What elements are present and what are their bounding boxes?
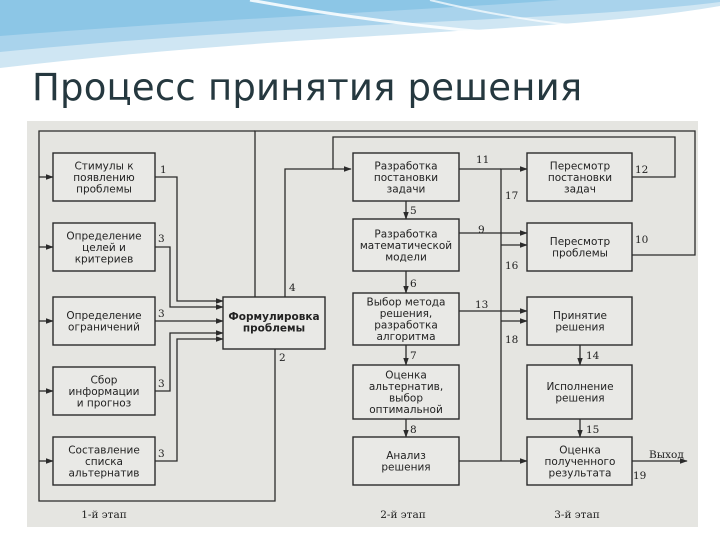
box-label-line: альтернатив,: [369, 381, 443, 393]
box-label-line: критериев: [75, 253, 134, 265]
link-number: 18: [505, 334, 518, 346]
stage-label-3: 3-й этап: [554, 509, 600, 521]
link-number: 13: [475, 299, 488, 311]
link-number: 12: [635, 164, 648, 176]
link-number: 9: [478, 224, 485, 236]
box-label-line: полученного: [545, 456, 616, 468]
box-label-line: проблемы: [243, 323, 305, 335]
link-number: 5: [410, 205, 417, 217]
link-number: 19: [633, 470, 646, 482]
slide-title: Процесс принятия решения: [32, 66, 583, 109]
box-label-line: Разработка: [374, 160, 437, 172]
box-label-line: разработка: [374, 320, 438, 332]
box-label-line: Исполнение: [546, 381, 613, 393]
box-label-line: проблемы: [552, 248, 608, 260]
box-label-line: появлению: [73, 172, 135, 184]
box-label-line: Выбор метода: [366, 297, 445, 309]
box-label-line: выбор: [389, 393, 423, 405]
box-label-line: Пересмотр: [550, 160, 611, 172]
box-label-line: Формулировка: [228, 311, 319, 323]
link-number: 3: [158, 448, 165, 460]
link-number: 16: [505, 260, 519, 272]
link-number: 3: [158, 233, 165, 245]
box-label-line: решения,: [380, 308, 433, 320]
box-label-line: постановки: [548, 172, 612, 184]
stage-label-1: 1-й этап: [81, 509, 127, 521]
box-label-line: Пересмотр: [550, 236, 611, 248]
box-label-line: списка: [85, 456, 123, 468]
box-label-line: целей и: [82, 242, 126, 254]
link-number: 1: [160, 164, 167, 176]
box-label-line: Стимулы к: [74, 160, 133, 172]
box-label-line: решения: [381, 462, 430, 474]
box-label-line: решения: [555, 393, 604, 405]
box-label-line: и прогноз: [77, 397, 132, 409]
stage-label-2: 2-й этап: [380, 509, 426, 521]
link-number: 3: [158, 378, 165, 390]
box-label-line: Определение: [66, 310, 141, 322]
box-label-line: Принятие: [553, 310, 607, 322]
box-label-line: альтернатив: [68, 467, 139, 479]
connectors: [38, 130, 696, 502]
box-label-line: Анализ: [386, 450, 426, 462]
box-label-line: задач: [564, 183, 596, 195]
link-number: 2: [279, 352, 286, 364]
link-number: 3: [158, 308, 165, 320]
box-label-line: оптимальной: [369, 404, 443, 416]
box-label-line: решения: [555, 322, 604, 334]
box-label-line: Сбор: [91, 374, 118, 386]
link-number: 15: [586, 424, 599, 436]
link-number: 17: [505, 190, 518, 202]
link-number: 8: [410, 424, 417, 436]
box-label-line: проблемы: [76, 183, 132, 195]
link-number: 11: [476, 154, 489, 166]
link-number: 10: [635, 234, 648, 246]
box-label-line: математической: [360, 240, 452, 252]
link-number: 14: [586, 350, 600, 362]
header-swoosh: [0, 0, 720, 68]
link-number: 7: [410, 350, 417, 362]
output-label: Выход: [649, 449, 684, 461]
box-label-line: результата: [549, 467, 612, 479]
link-number: 6: [410, 278, 417, 290]
box-label-line: информации: [69, 386, 140, 398]
box-label-line: Составление: [68, 444, 140, 456]
box-label-line: Разработка: [374, 228, 437, 240]
box-label-line: Оценка: [559, 444, 601, 456]
box-label-line: Оценка: [385, 370, 427, 382]
box-label-line: ограничений: [68, 322, 140, 334]
box-label-line: задачи: [387, 183, 426, 195]
link-number: 4: [289, 282, 296, 294]
box-label-line: постановки: [374, 172, 438, 184]
box-label-line: модели: [385, 251, 427, 263]
box-label-line: алгоритма: [376, 331, 435, 343]
box-label-line: Определение: [66, 230, 141, 242]
